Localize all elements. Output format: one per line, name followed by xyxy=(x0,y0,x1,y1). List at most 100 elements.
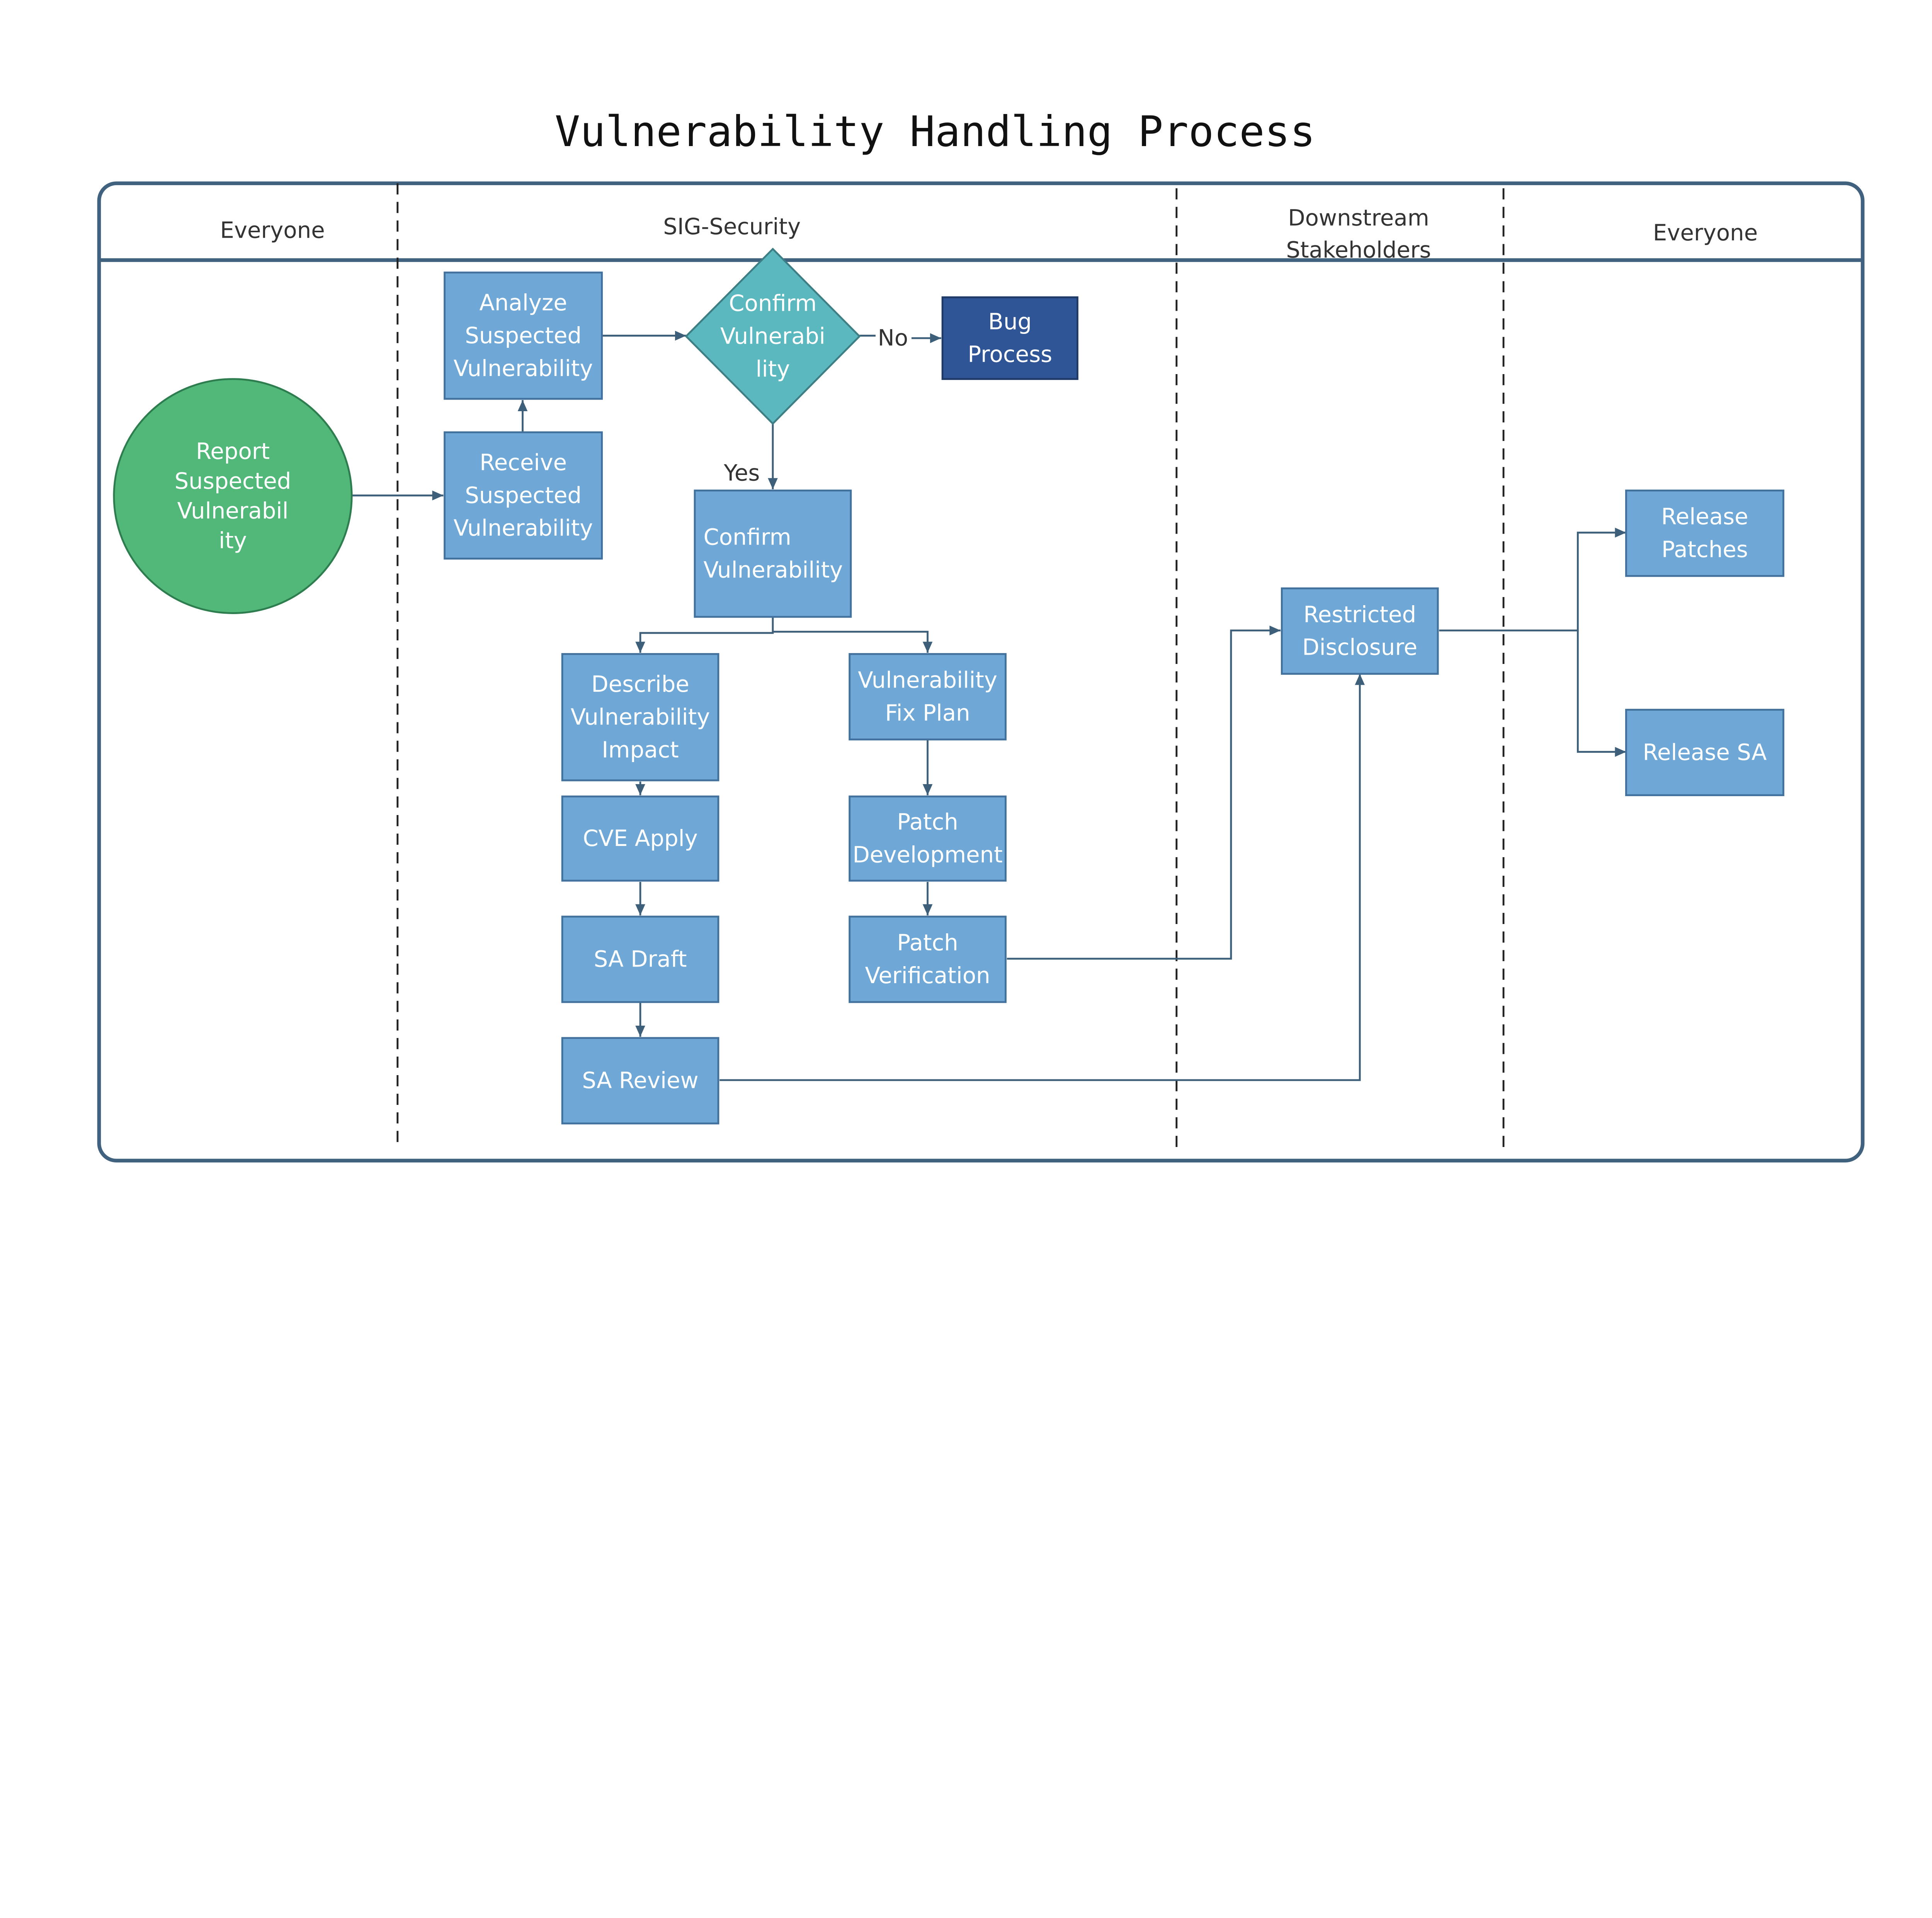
label: CVE Apply xyxy=(583,825,697,851)
label-line: Patch xyxy=(897,809,958,835)
edge-confirm-fixplan xyxy=(773,631,933,653)
rect-shape xyxy=(561,653,719,781)
rect-shape xyxy=(1625,709,1784,796)
rect-shape xyxy=(561,916,719,1003)
label-line: Disclosure xyxy=(1302,634,1417,660)
label-line: Confirm xyxy=(704,524,791,550)
edge-label-no: No xyxy=(878,325,908,351)
lane-header: SIG-Security xyxy=(663,213,801,240)
diamond-shape xyxy=(685,247,861,425)
edge-patchver-restricted xyxy=(1007,625,1281,960)
label-line: Suspected xyxy=(465,482,582,508)
node-sadraft[interactable]: SA Draft xyxy=(561,916,719,1003)
rect-shape xyxy=(849,653,1007,740)
label-line: Fix Plan xyxy=(885,700,970,726)
label-line: Restricted xyxy=(1303,601,1416,628)
edge-decision-bug xyxy=(859,336,941,338)
edge-sareview-restricted xyxy=(719,674,1365,1081)
diagram-title: Vulnerability Handling Process xyxy=(555,107,1315,156)
label-line: Receive xyxy=(480,449,567,475)
node-cve[interactable]: CVE Apply xyxy=(561,795,719,882)
label-line: Vulnerabil xyxy=(177,497,289,524)
label-line: Vulnerabi xyxy=(720,323,825,349)
label-line: SIG-Security xyxy=(663,213,801,240)
label-line: Vulnerability xyxy=(571,704,710,730)
label-line: Release SA xyxy=(1643,739,1767,765)
label-line: Patch xyxy=(897,929,958,956)
swimlane-frame xyxy=(97,181,1865,1163)
node-sareview[interactable]: SA Review xyxy=(561,1037,719,1125)
label-line: Confirm xyxy=(729,290,816,316)
label-line: Report xyxy=(196,438,270,464)
label-line: Verification xyxy=(865,962,990,989)
label-line: Suspected xyxy=(175,468,291,494)
label-line: Impact xyxy=(602,737,679,763)
label-line: SA Draft xyxy=(594,946,687,972)
label: Everyone xyxy=(1653,220,1758,246)
label-line: Everyone xyxy=(1653,220,1758,246)
label-line: Vulnerability xyxy=(704,557,843,583)
label-line: Downstream xyxy=(1288,204,1429,231)
node-relsa[interactable]: Release SA xyxy=(1625,709,1784,796)
rect-shape xyxy=(1281,587,1439,675)
lane-header: Everyone xyxy=(1653,220,1758,246)
label-line: Suspected xyxy=(465,322,582,349)
label-line: SA Review xyxy=(582,1067,698,1094)
edge-confirm-describe xyxy=(635,617,774,653)
rect-shape xyxy=(444,431,603,560)
rect-shape xyxy=(561,1037,719,1125)
label-line: Patches xyxy=(1662,536,1748,563)
edge-label-yes: Yes xyxy=(723,460,760,486)
label-line: Vulnerability xyxy=(454,515,593,541)
connectors xyxy=(352,336,1626,1081)
label: Everyone xyxy=(220,217,325,243)
label-line: Everyone xyxy=(220,217,325,243)
rect-shape xyxy=(1625,489,1784,577)
label-line: Development xyxy=(852,842,1002,868)
label: SIG-Security xyxy=(663,213,801,240)
label-line: Describe xyxy=(591,671,689,697)
rect-shape xyxy=(694,489,852,618)
label-line: lity xyxy=(756,356,790,382)
label: Release SA xyxy=(1643,739,1767,765)
edge-restricted-relpatches xyxy=(1439,528,1626,631)
label-line: CVE Apply xyxy=(583,825,697,851)
label-line: ity xyxy=(219,527,247,553)
label-line: Analyze xyxy=(480,289,567,316)
rect-shape xyxy=(444,271,603,400)
rect-shape xyxy=(849,916,1007,1003)
edge-restricted-relsa xyxy=(1577,630,1626,757)
lane-header: Everyone xyxy=(220,217,325,243)
label-line: Release xyxy=(1661,504,1748,530)
label-line: Stakeholders xyxy=(1286,237,1431,263)
